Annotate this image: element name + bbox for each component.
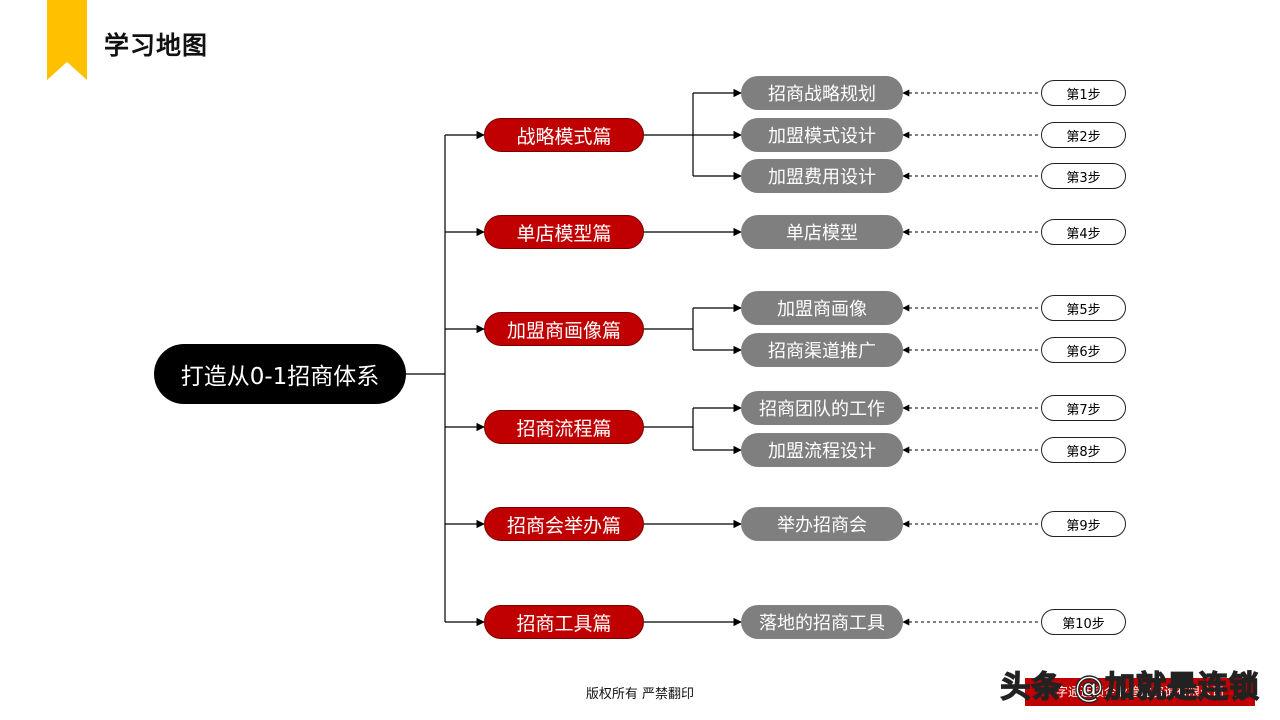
bookmark-ribbon-icon [47, 0, 87, 80]
topic-node: 招商团队的工作 [741, 391, 903, 425]
step-badge: 第6步 [1041, 337, 1126, 363]
footer-company-bar: 字通连锁企业管理咨询有限公司 [1025, 678, 1255, 706]
step-badge: 第8步 [1041, 437, 1126, 463]
topic-node: 加盟费用设计 [741, 159, 903, 193]
chapter-investment-meeting: 招商会举办篇 [484, 507, 644, 541]
chapter-franchisee-profile: 加盟商画像篇 [484, 312, 644, 346]
step-badge: 第4步 [1041, 219, 1126, 245]
footer-company-name: 字通连锁企业管理咨询有限公司 [1055, 685, 1224, 699]
topic-node: 举办招商会 [741, 507, 903, 541]
page-title: 学习地图 [104, 31, 209, 60]
step-badge: 第2步 [1041, 122, 1126, 148]
topic-node: 加盟模式设计 [741, 118, 903, 152]
chapter-investment-process: 招商流程篇 [484, 410, 644, 444]
step-badge: 第7步 [1041, 395, 1126, 421]
step-badge: 第3步 [1041, 163, 1126, 189]
topic-node: 加盟商画像 [741, 291, 903, 325]
step-badge: 第1步 [1041, 80, 1126, 106]
copyright-notice: 版权所有 严禁翻印 [585, 687, 695, 702]
root-node: 打造从0-1招商体系 [154, 344, 406, 404]
topic-node: 招商渠道推广 [741, 333, 903, 367]
chapter-strategy-mode: 战略模式篇 [484, 118, 644, 152]
chapter-single-store-model: 单店模型篇 [484, 215, 644, 249]
topic-node: 招商战略规划 [741, 76, 903, 110]
step-badge: 第9步 [1041, 511, 1126, 537]
topic-node: 落地的招商工具 [741, 605, 903, 639]
step-badge: 第10步 [1041, 609, 1126, 635]
watermark: 头条 @加就是连锁 [1000, 669, 1260, 705]
chapter-investment-tools: 招商工具篇 [484, 605, 644, 639]
step-badge: 第5步 [1041, 295, 1126, 321]
topic-node: 单店模型 [741, 215, 903, 249]
topic-node: 加盟流程设计 [741, 433, 903, 467]
